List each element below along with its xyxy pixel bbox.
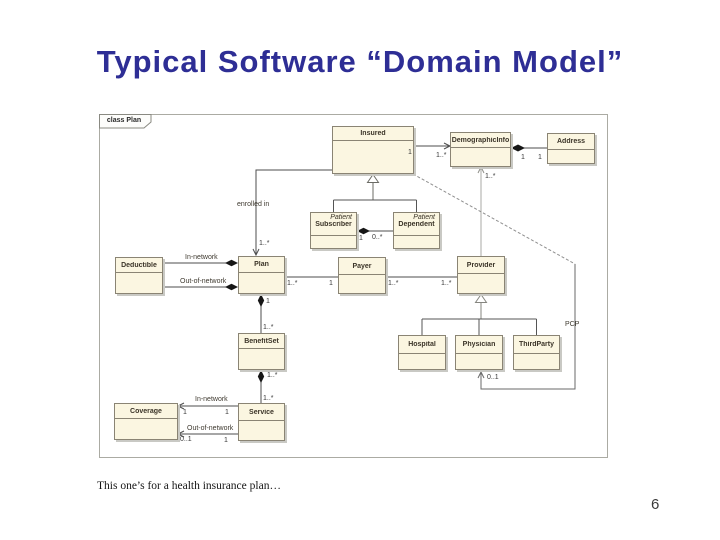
multiplicity-label: 1..*: [263, 324, 274, 331]
open-arrow-icon: [176, 430, 185, 438]
composition-diamond-icon: [257, 370, 265, 383]
class-name: Hospital: [408, 341, 436, 348]
association-label: In-network: [185, 254, 218, 261]
class-box-hospital: Hospital: [398, 335, 446, 370]
class-box-provider: Provider: [457, 256, 505, 294]
diagram-frame: [99, 114, 608, 458]
open-arrow-icon: [477, 370, 485, 379]
multiplicity-label: 1: [538, 154, 542, 161]
class-box-address: Address: [547, 133, 595, 164]
class-name: Physician: [462, 341, 496, 348]
class-name-compartment: Coverage: [115, 404, 177, 419]
association-label: In-network: [195, 396, 228, 403]
composition-diamond-icon: [225, 259, 238, 267]
multiplicity-label: 0..1: [180, 436, 192, 443]
class-name: Subscriber: [315, 221, 352, 228]
class-name-compartment: Hospital: [399, 336, 445, 354]
multiplicity-label: 1..*: [259, 240, 270, 247]
class-box-service: Service: [238, 403, 285, 441]
composition-diamond-icon: [225, 283, 238, 291]
class-name: ThirdParty: [518, 341, 554, 348]
class-name: Dependent: [398, 221, 435, 228]
multiplicity-label: 1..*: [287, 280, 298, 287]
class-name: DemographicInfo: [451, 136, 510, 144]
multiplicity-label: 1..*: [441, 280, 452, 287]
multiplicity-label: 1: [225, 409, 229, 416]
class-box-plan: Plan: [238, 256, 285, 294]
class-name: Coverage: [130, 407, 162, 415]
class-box-insured: Insured: [332, 126, 414, 174]
open-arrow-icon: [176, 402, 185, 410]
multiplicity-label: 1: [408, 149, 412, 156]
class-name: Plan: [254, 261, 269, 268]
class-name-compartment: Service: [239, 404, 284, 421]
multiplicity-label: 1..*: [267, 372, 278, 379]
class-name-compartment: Address: [548, 134, 594, 150]
class-box-deductible: Deductible: [115, 257, 163, 294]
multiplicity-label: 1..*: [485, 173, 496, 180]
class-name-compartment: Provider: [458, 257, 504, 274]
multiplicity-label: 1..*: [263, 395, 274, 402]
class-name: Payer: [352, 262, 372, 270]
class-box-physician: Physician: [455, 335, 503, 370]
class-box-payer: Payer: [338, 257, 386, 294]
multiplicity-label: 1: [266, 298, 270, 305]
multiplicity-label: 1: [224, 437, 228, 444]
page-number: 6: [651, 496, 660, 513]
class-name-compartment: Payer: [339, 258, 385, 275]
class-name-compartment: Plan: [239, 257, 284, 273]
class-name: Service: [249, 408, 274, 416]
class-box-coverage: Coverage: [114, 403, 178, 440]
multiplicity-label: 1: [521, 154, 525, 161]
composition-diamond-icon: [357, 227, 370, 235]
composition-diamond-icon: [511, 144, 525, 152]
class-name: Address: [556, 138, 585, 145]
diagram-frame-label: class Plan: [106, 117, 142, 124]
open-arrow-icon: [252, 248, 260, 257]
class-name-compartment: Physician: [456, 336, 502, 354]
multiplicity-label: 0..*: [372, 234, 383, 241]
multiplicity-label: 1..*: [388, 280, 399, 287]
generalization-triangle-icon: [474, 293, 488, 303]
association-label: PCP: [565, 321, 580, 328]
class-name-compartment: Insured: [333, 127, 413, 141]
multiplicity-label: 1..*: [436, 152, 447, 159]
association-label: enrolled in: [237, 201, 270, 208]
open-arrow-icon: [477, 165, 485, 174]
multiplicity-label: 1: [329, 280, 333, 287]
class-box-benefitset: BenefitSet: [238, 333, 285, 370]
page-title: Typical Software “Domain Model”: [96, 44, 624, 79]
multiplicity-label: 1: [359, 235, 363, 242]
class-name: Deductible: [121, 261, 157, 269]
class-name-compartment: ThirdParty: [514, 336, 559, 354]
multiplicity-label: 0..1: [487, 374, 499, 381]
frame-tab: [99, 114, 152, 129]
multiplicity-label: 1: [183, 409, 187, 416]
class-name: BenefitSet: [244, 337, 279, 345]
composition-diamond-icon: [257, 294, 265, 307]
class-superclass-label: Patient: [413, 214, 435, 221]
diagram-connectors: [99, 114, 608, 458]
class-name-compartment: DemographicInfo: [451, 133, 510, 148]
slide-caption: This one’s for a health insurance plan…: [97, 480, 281, 492]
class-superclass-label: Patient: [330, 214, 352, 221]
class-name-compartment: Deductible: [116, 258, 162, 273]
class-box-demographicinfo: DemographicInfo: [450, 132, 511, 167]
generalization-triangle-icon: [366, 173, 380, 183]
class-name-compartment: BenefitSet: [239, 334, 284, 349]
class-box-thirdparty: ThirdParty: [513, 335, 560, 370]
association-label: Out-of-network: [187, 425, 234, 432]
class-name: Insured: [360, 130, 386, 137]
association-label: Out-of-network: [180, 278, 227, 285]
class-name: Provider: [466, 261, 496, 269]
